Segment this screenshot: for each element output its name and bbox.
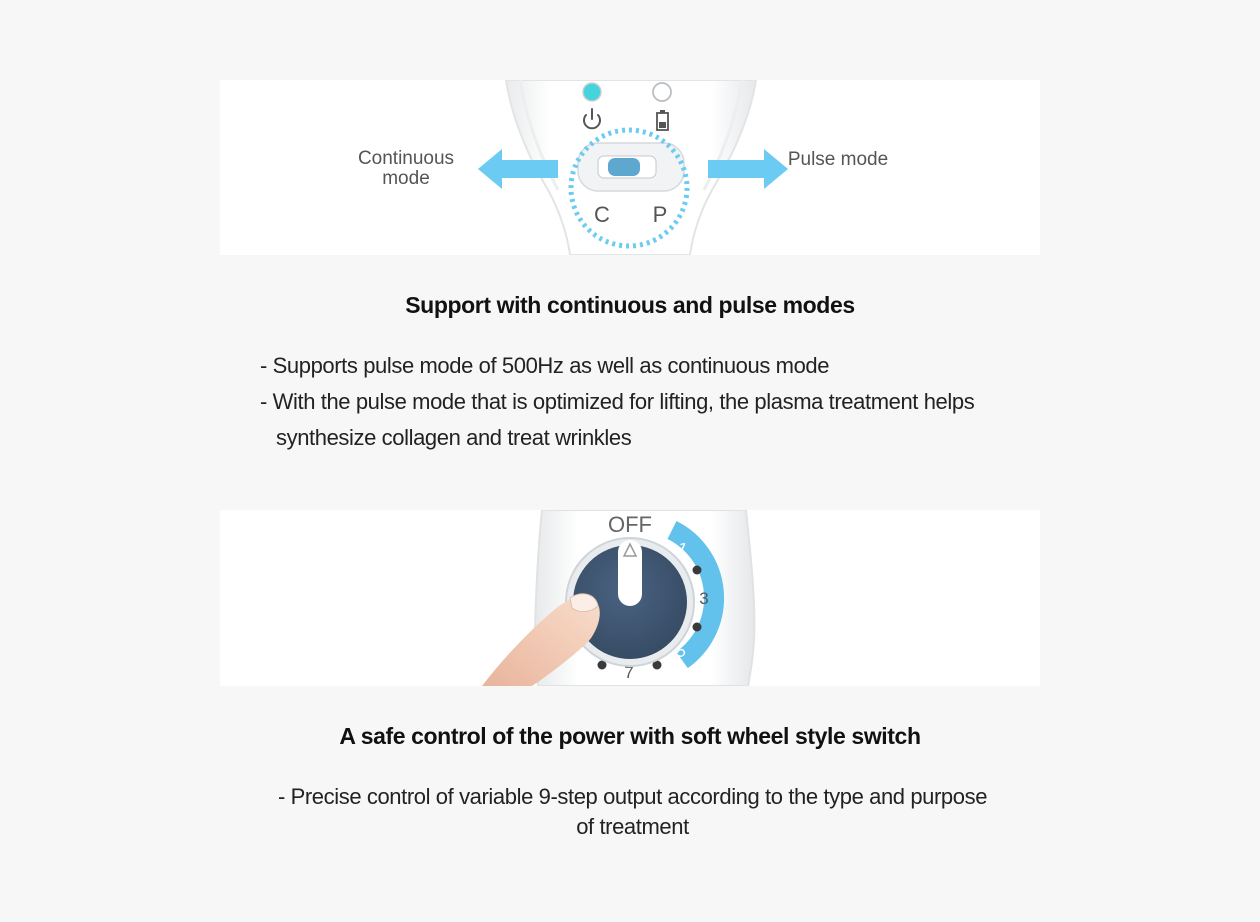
fingernail <box>569 593 599 613</box>
power-wheel-image: OFF 1 3 5 7 <box>220 510 1040 686</box>
pulse-mode-label: Pulse mode <box>787 149 889 170</box>
list-item: - Supports pulse mode of 500Hz as well a… <box>260 353 830 378</box>
mode-switch-image: C P Continuous mode Pulse mode <box>220 80 1040 255</box>
wheel-indicator <box>618 540 642 606</box>
power-icon <box>583 108 601 130</box>
arrow-left-icon <box>478 149 558 189</box>
device-inner-edge-left <box>518 80 560 191</box>
switch-letter-c: C <box>594 202 610 227</box>
switch-knob[interactable] <box>608 158 640 176</box>
off-label: OFF <box>608 512 652 537</box>
device-inner-edge-right <box>702 80 744 191</box>
power-scale-arc <box>667 521 725 669</box>
list-item: - With the pulse mode that is optimized … <box>260 389 975 450</box>
switch-letter-p: P <box>653 202 668 227</box>
switch-highlight-ring <box>568 127 690 249</box>
wheel-indicator-triangle-icon <box>622 542 638 557</box>
continuous-mode-label: Continuous mode <box>357 148 455 189</box>
dial-number-3: 3 <box>699 589 708 608</box>
mode-feature-list: - Supports pulse mode of 500Hz as well a… <box>260 348 1020 456</box>
finger <box>482 596 600 686</box>
wheel-section-heading: A safe control of the power with soft wh… <box>339 723 921 749</box>
mode-section-heading: Support with continuous and pulse modes <box>405 292 855 318</box>
device-wheel-illustration: OFF 1 3 5 7 <box>482 510 756 686</box>
battery-icon <box>656 110 669 131</box>
device-mode-switch-illustration: C P <box>478 80 788 255</box>
dial-dot <box>692 565 702 575</box>
power-led <box>582 82 602 102</box>
dial-number-7: 7 <box>624 663 633 682</box>
arrow-right-icon <box>708 149 788 189</box>
wheel-feature-text: - Precise control of variable 9-step out… <box>277 784 988 839</box>
battery-led <box>652 82 672 102</box>
dial-dot <box>692 622 702 632</box>
dial-dot <box>652 660 662 670</box>
dial-dot <box>597 660 607 670</box>
